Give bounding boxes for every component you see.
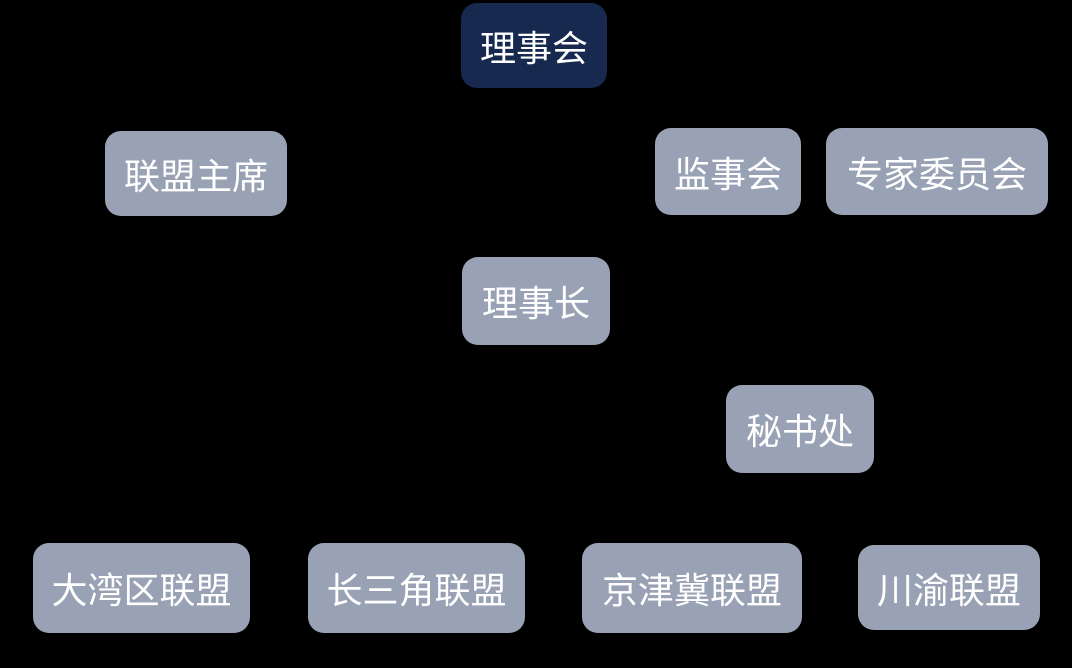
- org-node-label: 联盟主席: [123, 155, 268, 197]
- org-node-label: 监事会: [673, 153, 782, 195]
- org-node-label: 大湾区联盟: [51, 570, 232, 611]
- org-node-label: 专家委员会: [846, 153, 1027, 195]
- org-node-label: 理事会: [479, 27, 588, 69]
- org-node-secretariat: 秘书处: [726, 385, 874, 473]
- org-node-label: 理事长: [481, 283, 590, 324]
- org-node-label: 京津冀联盟: [601, 570, 782, 611]
- org-node-label: 秘书处: [745, 411, 854, 452]
- org-node-chuanyu-alliance: 川渝联盟: [858, 545, 1040, 630]
- org-node-yangtze-delta-alliance: 长三角联盟: [308, 543, 525, 633]
- org-node-supervisory-board: 监事会: [655, 128, 801, 215]
- org-node-jingjinji-alliance: 京津冀联盟: [582, 543, 802, 633]
- org-node-label: 长三角联盟: [326, 570, 507, 611]
- org-node-greater-bay-alliance: 大湾区联盟: [33, 543, 250, 633]
- org-node-council-chairman: 理事长: [462, 257, 610, 345]
- org-node-expert-committee: 专家委员会: [826, 128, 1048, 215]
- org-node-board: 理事会: [461, 3, 607, 88]
- org-node-alliance-chairman: 联盟主席: [105, 131, 287, 216]
- org-node-label: 川渝联盟: [876, 569, 1021, 611]
